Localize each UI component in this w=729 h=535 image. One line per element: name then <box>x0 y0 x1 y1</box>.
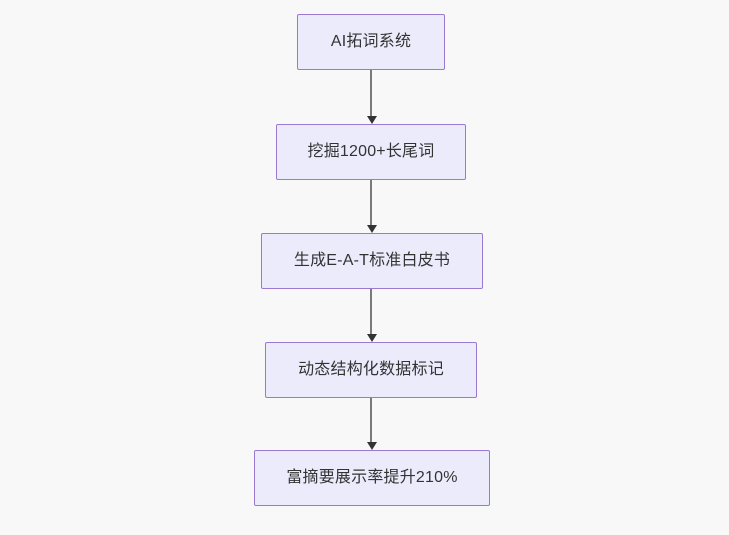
flow-node-generate-eat-whitepaper[interactable]: 生成E-A-T标准白皮书 <box>261 233 483 289</box>
flow-node-label: 挖掘1200+长尾词 <box>307 143 435 161</box>
flow-node-label: 生成E-A-T标准白皮书 <box>293 252 451 270</box>
arrowhead-icon <box>366 224 377 233</box>
flow-node-dynamic-structured-data-markup[interactable]: 动态结构化数据标记 <box>265 342 477 398</box>
edge-line <box>370 289 372 334</box>
edge-line <box>370 180 372 225</box>
flow-node-ai-keyword-system[interactable]: AI拓词系统 <box>297 14 445 70</box>
flow-node-label: AI拓词系统 <box>330 33 412 51</box>
flow-node-label: 动态结构化数据标记 <box>298 361 444 379</box>
flow-node-label: 富摘要展示率提升210% <box>286 469 458 487</box>
flow-node-rich-snippet-impression-uplift[interactable]: 富摘要展示率提升210% <box>254 450 490 506</box>
arrowhead-icon <box>366 333 377 342</box>
arrowhead-icon <box>366 115 377 124</box>
flow-node-mine-longtail-keywords[interactable]: 挖掘1200+长尾词 <box>276 124 466 180</box>
edge-line <box>370 398 372 442</box>
edge-line <box>370 70 372 116</box>
arrowhead-icon <box>366 441 377 450</box>
